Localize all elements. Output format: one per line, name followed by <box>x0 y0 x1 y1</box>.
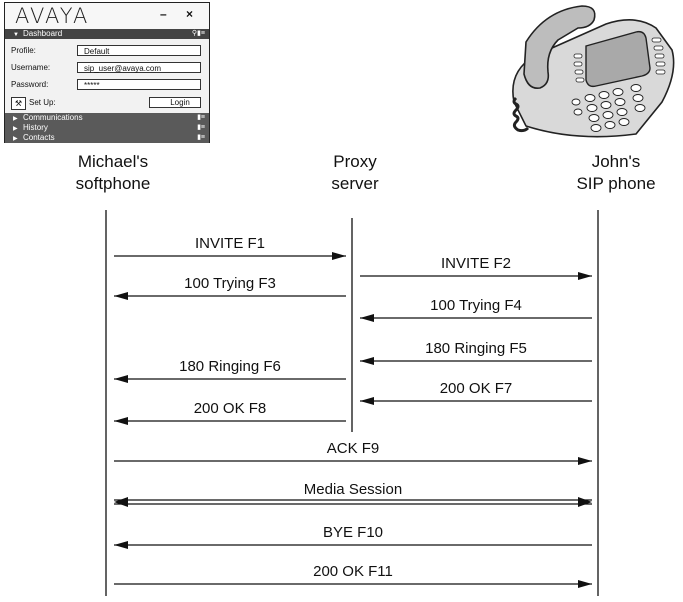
message-12: 200 OK F11 <box>114 563 592 588</box>
message-3: 100 Trying F3 <box>114 275 346 300</box>
triangle-right-icon: ▶ <box>13 116 18 122</box>
softphone-window: AVAYA – × ▼ Dashboard ⚲▮≡ Profile: Defaul… <box>4 2 210 143</box>
arrowhead-icon <box>578 497 592 507</box>
message-label: 200 OK F11 <box>313 563 393 580</box>
password-field[interactable]: ***** <box>77 79 201 90</box>
profile-field[interactable]: Default <box>77 45 201 56</box>
message-label: 180 Ringing F5 <box>425 340 527 357</box>
section-tools-icon: ▮≡ <box>197 134 205 141</box>
endpoint-sip-phone: John's SIP phone <box>556 151 676 195</box>
message-label: 180 Ringing F6 <box>179 358 281 375</box>
message-label: 100 Trying F3 <box>184 275 276 292</box>
message-label: ACK F9 <box>327 440 380 457</box>
message-label: BYE F10 <box>323 524 383 541</box>
section-tools-icon: ▮≡ <box>197 124 205 131</box>
message-5: 180 Ringing F5 <box>360 340 592 365</box>
wrench-icon[interactable]: ⚒ <box>11 97 26 110</box>
password-label: Password: <box>11 80 49 89</box>
message-label: 200 OK F8 <box>194 400 267 417</box>
message-6: 180 Ringing F6 <box>114 358 346 383</box>
window-controls[interactable]: – × <box>159 7 201 21</box>
message-8: 200 OK F8 <box>114 400 346 425</box>
endpoint-label-line: softphone <box>75 174 151 193</box>
section-label: Contacts <box>23 133 55 142</box>
dashboard-bar[interactable]: ▼ Dashboard ⚲▮≡ <box>5 29 209 39</box>
arrowhead-icon <box>114 497 128 507</box>
section-label: History <box>23 123 48 132</box>
section-tools-icon: ▮≡ <box>197 114 205 121</box>
profile-label: Profile: <box>11 46 36 55</box>
message-7: 200 OK F7 <box>360 380 592 405</box>
endpoint-label-line: Proxy <box>333 152 377 171</box>
section-communications[interactable]: ▶ Communications ▮≡ <box>5 113 209 123</box>
endpoint-label-line: John's <box>591 152 641 171</box>
message-label: Media Session <box>304 481 402 498</box>
section-label: Communications <box>23 113 83 122</box>
username-field[interactable]: sip_user@avaya.com <box>77 62 201 73</box>
phone-side-buttons <box>573 37 666 83</box>
softphone-titlebar: AVAYA – × <box>5 3 209 29</box>
endpoint-proxy-server: Proxy server <box>310 151 400 195</box>
sip-desk-phone-illustration <box>512 5 675 138</box>
endpoint-softphone: Michael's softphone <box>58 151 168 195</box>
phone-display <box>585 30 651 88</box>
message-9: ACK F9 <box>114 440 592 465</box>
phone-cord <box>512 96 530 133</box>
message-2: INVITE F2 <box>360 255 592 280</box>
message-11: BYE F10 <box>114 524 592 549</box>
endpoint-label-line: SIP phone <box>576 174 656 193</box>
message-4: 100 Trying F4 <box>360 297 592 322</box>
message-label: INVITE F1 <box>195 235 265 252</box>
avaya-logo: AVAYA <box>15 4 90 28</box>
dashboard-label: Dashboard <box>23 29 63 38</box>
triangle-right-icon: ▶ <box>13 136 18 142</box>
message-label: INVITE F2 <box>441 255 511 272</box>
section-history[interactable]: ▶ History ▮≡ <box>5 123 209 133</box>
handset <box>523 5 596 90</box>
message-label: 100 Trying F4 <box>430 297 522 314</box>
triangle-down-icon: ▼ <box>13 32 19 38</box>
dashboard-tools-icon[interactable]: ⚲▮≡ <box>191 30 205 37</box>
message-label: 200 OK F7 <box>440 380 513 397</box>
login-button[interactable]: Login <box>149 97 201 108</box>
message-1: INVITE F1 <box>114 235 346 260</box>
section-contacts[interactable]: ▶ Contacts ▮≡ <box>5 133 209 143</box>
username-label: Username: <box>11 63 51 72</box>
endpoint-label-line: server <box>331 174 379 193</box>
endpoint-label-line: Michael's <box>77 152 149 171</box>
setup-label: Set Up: <box>29 98 56 107</box>
phone-keypad <box>571 84 646 132</box>
message-10: Media Session <box>114 481 592 507</box>
triangle-right-icon: ▶ <box>13 126 18 132</box>
